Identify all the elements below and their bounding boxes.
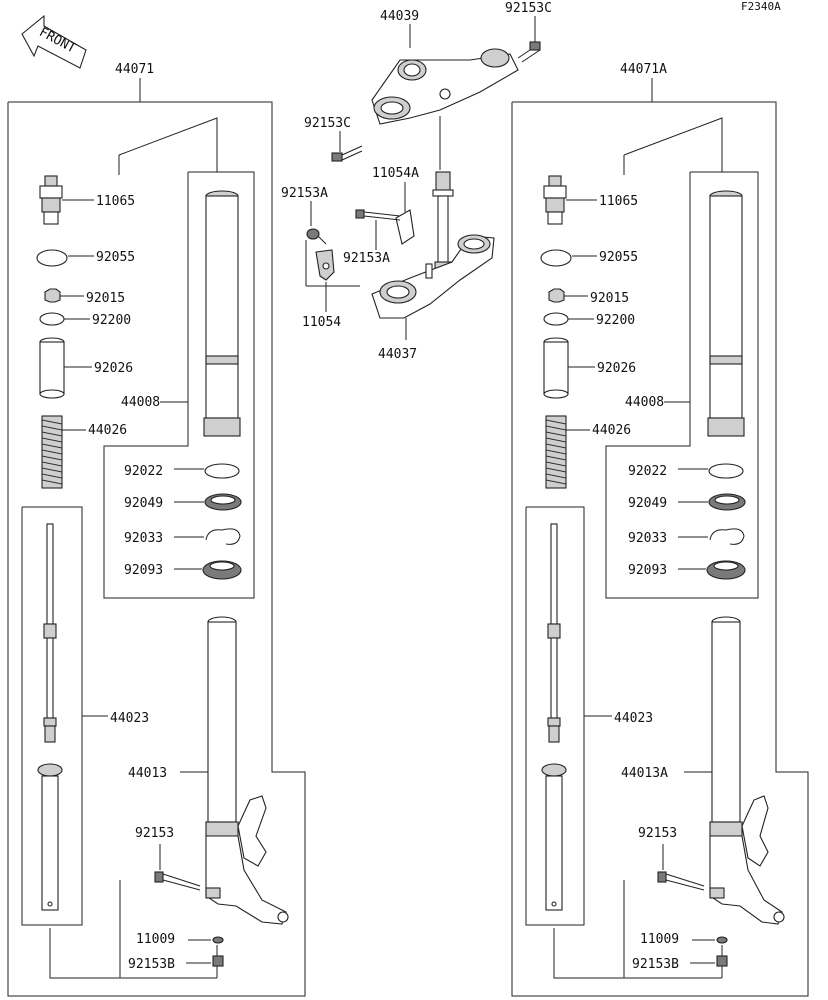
left-drain-bolt: [212, 955, 224, 967]
label-lower-bracket: 44037: [378, 347, 417, 362]
label-upper-bolt-left: 92153C: [304, 116, 351, 131]
fork-left: 44071 11065 92055 92015 92200: [7, 62, 306, 997]
label-right-tube: 44008: [625, 395, 664, 410]
upper-triple-clamp: [371, 48, 519, 125]
right-seal-ring: [708, 463, 744, 479]
label-left-nut: 92015: [86, 291, 125, 306]
left-fork-cap: [39, 175, 63, 225]
steering-stem: [432, 171, 454, 277]
label-bolt-a-mid: 92153A: [343, 251, 390, 266]
right-fork-cap: [543, 175, 567, 225]
front-arrow-icon: FRONT: [21, 14, 87, 69]
label-left-tube: 44008: [121, 395, 160, 410]
label-right-seal2: 92049: [628, 496, 667, 511]
left-nut: [44, 288, 61, 303]
right-collar: [543, 337, 569, 399]
right-washer: [543, 312, 569, 326]
right-outer-tube: [709, 616, 785, 925]
left-collar: [39, 337, 65, 399]
label-bolt-a-top: 92153A: [281, 186, 328, 201]
bolt-upper-right: [517, 41, 541, 63]
label-right-collar: 92026: [597, 361, 636, 376]
label-right-oring: 92055: [599, 250, 638, 265]
label-right-dust: 92093: [628, 563, 667, 578]
label-left-outer: 44013: [128, 766, 167, 781]
label-right-cap: 11065: [599, 194, 638, 209]
right-nut: [548, 288, 565, 303]
fork-right: 44071A 11065 92055 92015 92200: [511, 62, 809, 997]
figure-code: F2340A: [741, 0, 781, 13]
label-right-washer: 92200: [596, 313, 635, 328]
right-dust-seal: [706, 560, 746, 580]
label-left-cap: 11065: [96, 194, 135, 209]
right-drain-bolt: [716, 955, 728, 967]
label-right-gasket: 11009: [640, 932, 679, 947]
label-left-bolt: 92153: [135, 826, 174, 841]
label-upper-bolt: 92153C: [505, 1, 552, 16]
right-gasket: [716, 936, 728, 944]
left-oil-seal: [204, 493, 242, 511]
label-right-spring: 44026: [592, 423, 631, 438]
label-right-clip: 92033: [628, 531, 667, 546]
label-left-gasket: 11009: [136, 932, 175, 947]
label-upper-bracket: 44039: [380, 9, 419, 24]
label-right-bolt: 92153: [638, 826, 677, 841]
right-oring: [540, 249, 572, 267]
left-inner-tube: [203, 190, 241, 437]
label-left-spring: 44026: [88, 423, 127, 438]
right-inner-tube: [707, 190, 745, 437]
label-right-nut: 92015: [590, 291, 629, 306]
left-spring: [41, 415, 63, 489]
right-spring: [545, 415, 567, 489]
stem-plate: [395, 209, 415, 245]
left-washer: [39, 312, 65, 326]
right-oil-seal: [708, 493, 746, 511]
label-right-drain: 92153B: [632, 957, 679, 972]
bolt-a-mid: [355, 209, 401, 221]
left-gasket: [212, 936, 224, 944]
label-right-assembly: 44071A: [620, 62, 667, 77]
label-right-damper: 44023: [614, 711, 653, 726]
label-left-collar: 92026: [94, 361, 133, 376]
label-left-washer: 92200: [92, 313, 131, 328]
right-axle-bolt: [657, 871, 705, 891]
label-left-damper: 44023: [110, 711, 149, 726]
right-cylinder: [541, 763, 567, 911]
left-damper-rod: [43, 523, 57, 743]
right-damper-rod: [547, 523, 561, 743]
bolt-upper-left: [331, 145, 363, 162]
label-right-seal1: 92022: [628, 464, 667, 479]
right-clip: [709, 528, 745, 545]
top-center-group: 44039 92153C 92153C: [281, 1, 552, 362]
label-left-oring: 92055: [96, 250, 135, 265]
bolt-a-top: [306, 228, 327, 245]
label-left-drain: 92153B: [128, 957, 175, 972]
label-left-clip: 92033: [124, 531, 163, 546]
small-bracket: [315, 249, 335, 281]
left-oring: [36, 249, 68, 267]
label-left-seal1: 92022: [124, 464, 163, 479]
label-left-seal2: 92049: [124, 496, 163, 511]
left-outer-tube: [205, 616, 289, 925]
label-stem: 11054A: [372, 166, 419, 181]
left-dust-seal: [202, 560, 242, 580]
left-cylinder: [37, 763, 63, 911]
lower-triple-clamp: [371, 234, 495, 319]
label-right-outer: 44013A: [621, 766, 668, 781]
left-axle-bolt: [154, 871, 201, 891]
label-left-dust: 92093: [124, 563, 163, 578]
left-clip: [205, 528, 241, 545]
label-bracket: 11054: [302, 315, 341, 330]
left-seal-ring: [204, 463, 240, 479]
label-left-assembly: 44071: [115, 62, 154, 77]
